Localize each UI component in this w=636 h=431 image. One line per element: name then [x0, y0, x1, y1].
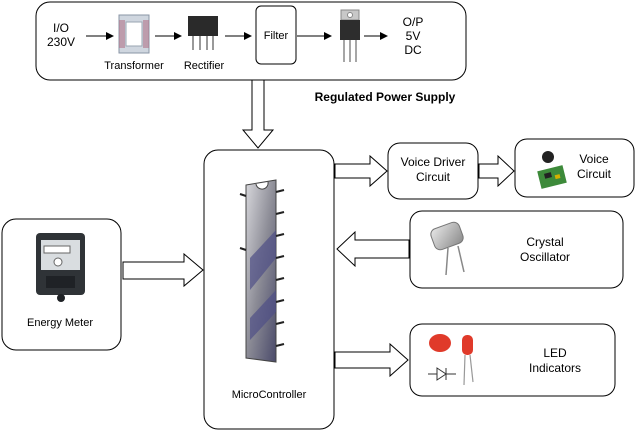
input-voltage-label-line2: 230V	[47, 35, 75, 49]
led-indicators-label-line2: Indicators	[529, 361, 581, 375]
input-voltage-label-line1: I/O	[53, 21, 69, 35]
voice-circuit-board-icon	[537, 151, 567, 189]
voice-driver-label-line1: Voice Driver	[401, 155, 466, 169]
energy-meter-label: Energy Meter	[27, 317, 93, 329]
power-supply-block: I/O 230V Transformer Rectifier Filter	[35, 1, 467, 81]
microcontroller-label: MicroController	[232, 389, 307, 401]
arrow-power-to-microcontroller	[241, 79, 275, 149]
rectifier-label: Rectifier	[184, 60, 225, 72]
rectifier-icon	[188, 16, 218, 50]
voltage-regulator-icon	[340, 9, 360, 62]
output-label-line2: 5V	[406, 29, 421, 43]
power-supply-box	[35, 1, 467, 81]
crystal-oscillator-label-line2: Oscillator	[520, 250, 570, 264]
energy-meter-icon	[36, 233, 85, 302]
filter-label: Filter	[264, 30, 289, 42]
voice-circuit-label-line1: Voice	[579, 152, 609, 166]
arrow-energy-meter-to-microcontroller	[122, 252, 204, 288]
voice-circuit-label-line2: Circuit	[577, 167, 612, 181]
power-supply-title: Regulated Power Supply	[315, 90, 456, 104]
microcontroller-chip-icon	[239, 179, 285, 363]
led-indicators-label-line1: LED	[543, 346, 567, 360]
voice-driver-box	[387, 142, 479, 200]
crystal-oscillator-icon	[430, 221, 465, 276]
transformer-icon	[118, 14, 150, 54]
output-label-line3: DC	[404, 43, 422, 57]
led-indicators-box	[409, 323, 616, 397]
output-label-line1: O/P	[403, 15, 424, 29]
arrow-crystal-to-microcontroller	[336, 230, 410, 268]
crystal-oscillator-label-line1: Crystal	[526, 235, 563, 249]
arrow-voice-driver-to-voice-circuit	[478, 154, 515, 188]
arrow-microcontroller-to-led	[334, 342, 409, 378]
transformer-label: Transformer	[104, 60, 164, 72]
filter-box	[255, 5, 297, 65]
voice-circuit-box	[514, 138, 635, 198]
led-icon	[428, 334, 474, 386]
voice-driver-label-line2: Circuit	[416, 170, 451, 184]
arrow-microcontroller-to-voice-driver	[334, 154, 388, 188]
